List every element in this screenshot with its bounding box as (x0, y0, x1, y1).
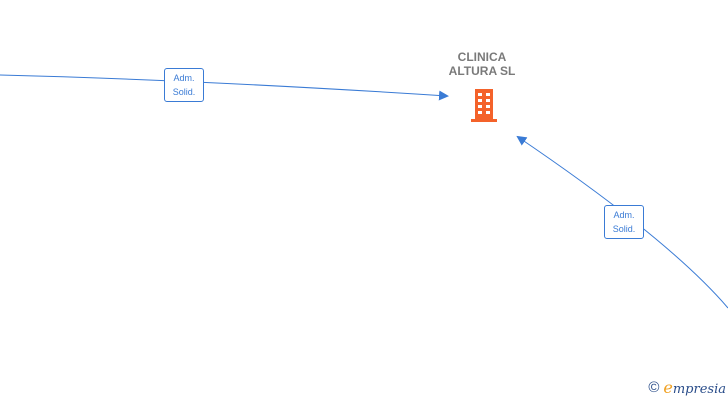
company-name[interactable]: CLINICA ALTURA SL (412, 50, 552, 78)
copyright-icon: © (648, 379, 660, 396)
edge-right-to-company (516, 135, 728, 309)
brand-logo-text: mpresia (672, 382, 726, 397)
relation-label-line2: Solid. (612, 224, 636, 234)
relation-label-line2: Solid. (172, 87, 196, 97)
brand-logo: empresia (663, 378, 726, 397)
company-name-line2: ALTURA SL (448, 64, 516, 78)
company-name-line1: CLINICA (457, 50, 507, 64)
relation-label-left[interactable]: Adm. Solid. (164, 68, 204, 102)
brand-logo-initial: e (663, 378, 673, 397)
empresia-watermark: © empresia (648, 378, 726, 397)
edge-left-to-company (0, 74, 449, 101)
relation-label-right[interactable]: Adm. Solid. (604, 205, 644, 239)
building-icon[interactable] (468, 87, 500, 123)
relation-label-line1: Adm. (173, 73, 195, 83)
relation-label-line1: Adm. (613, 210, 635, 220)
